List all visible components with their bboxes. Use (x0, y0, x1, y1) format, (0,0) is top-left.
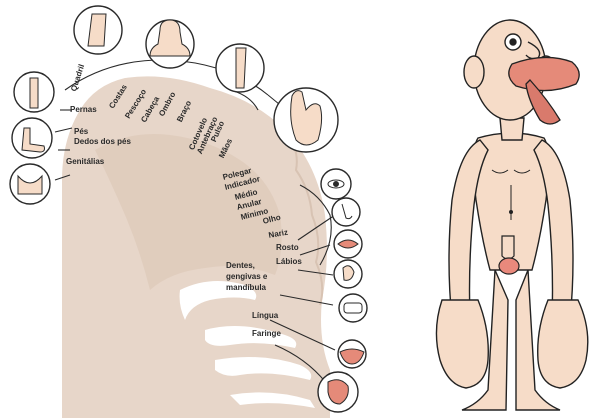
label-rosto: Rosto (276, 244, 299, 252)
label-labios: Lábios (276, 258, 302, 266)
label-genitalias: Genitálias (66, 158, 104, 166)
label-pernas: Pernas (70, 106, 97, 114)
label-dedos-pes: Dedos dos pés (74, 138, 131, 146)
arm-glyph (236, 48, 246, 88)
label-lingua: Língua (252, 312, 278, 320)
leg-glyph (30, 78, 38, 108)
label-dentes-3: mandíbula (226, 284, 266, 292)
teeth-glyph (344, 303, 362, 313)
label-faringe: Faringe (252, 330, 281, 338)
label-pes: Pés (74, 128, 88, 136)
nose-icon (332, 198, 360, 226)
foot-icon (12, 118, 52, 158)
label-dentes-2: gengivas e (226, 273, 267, 281)
label-dentes-1: Dentes, (226, 262, 255, 270)
